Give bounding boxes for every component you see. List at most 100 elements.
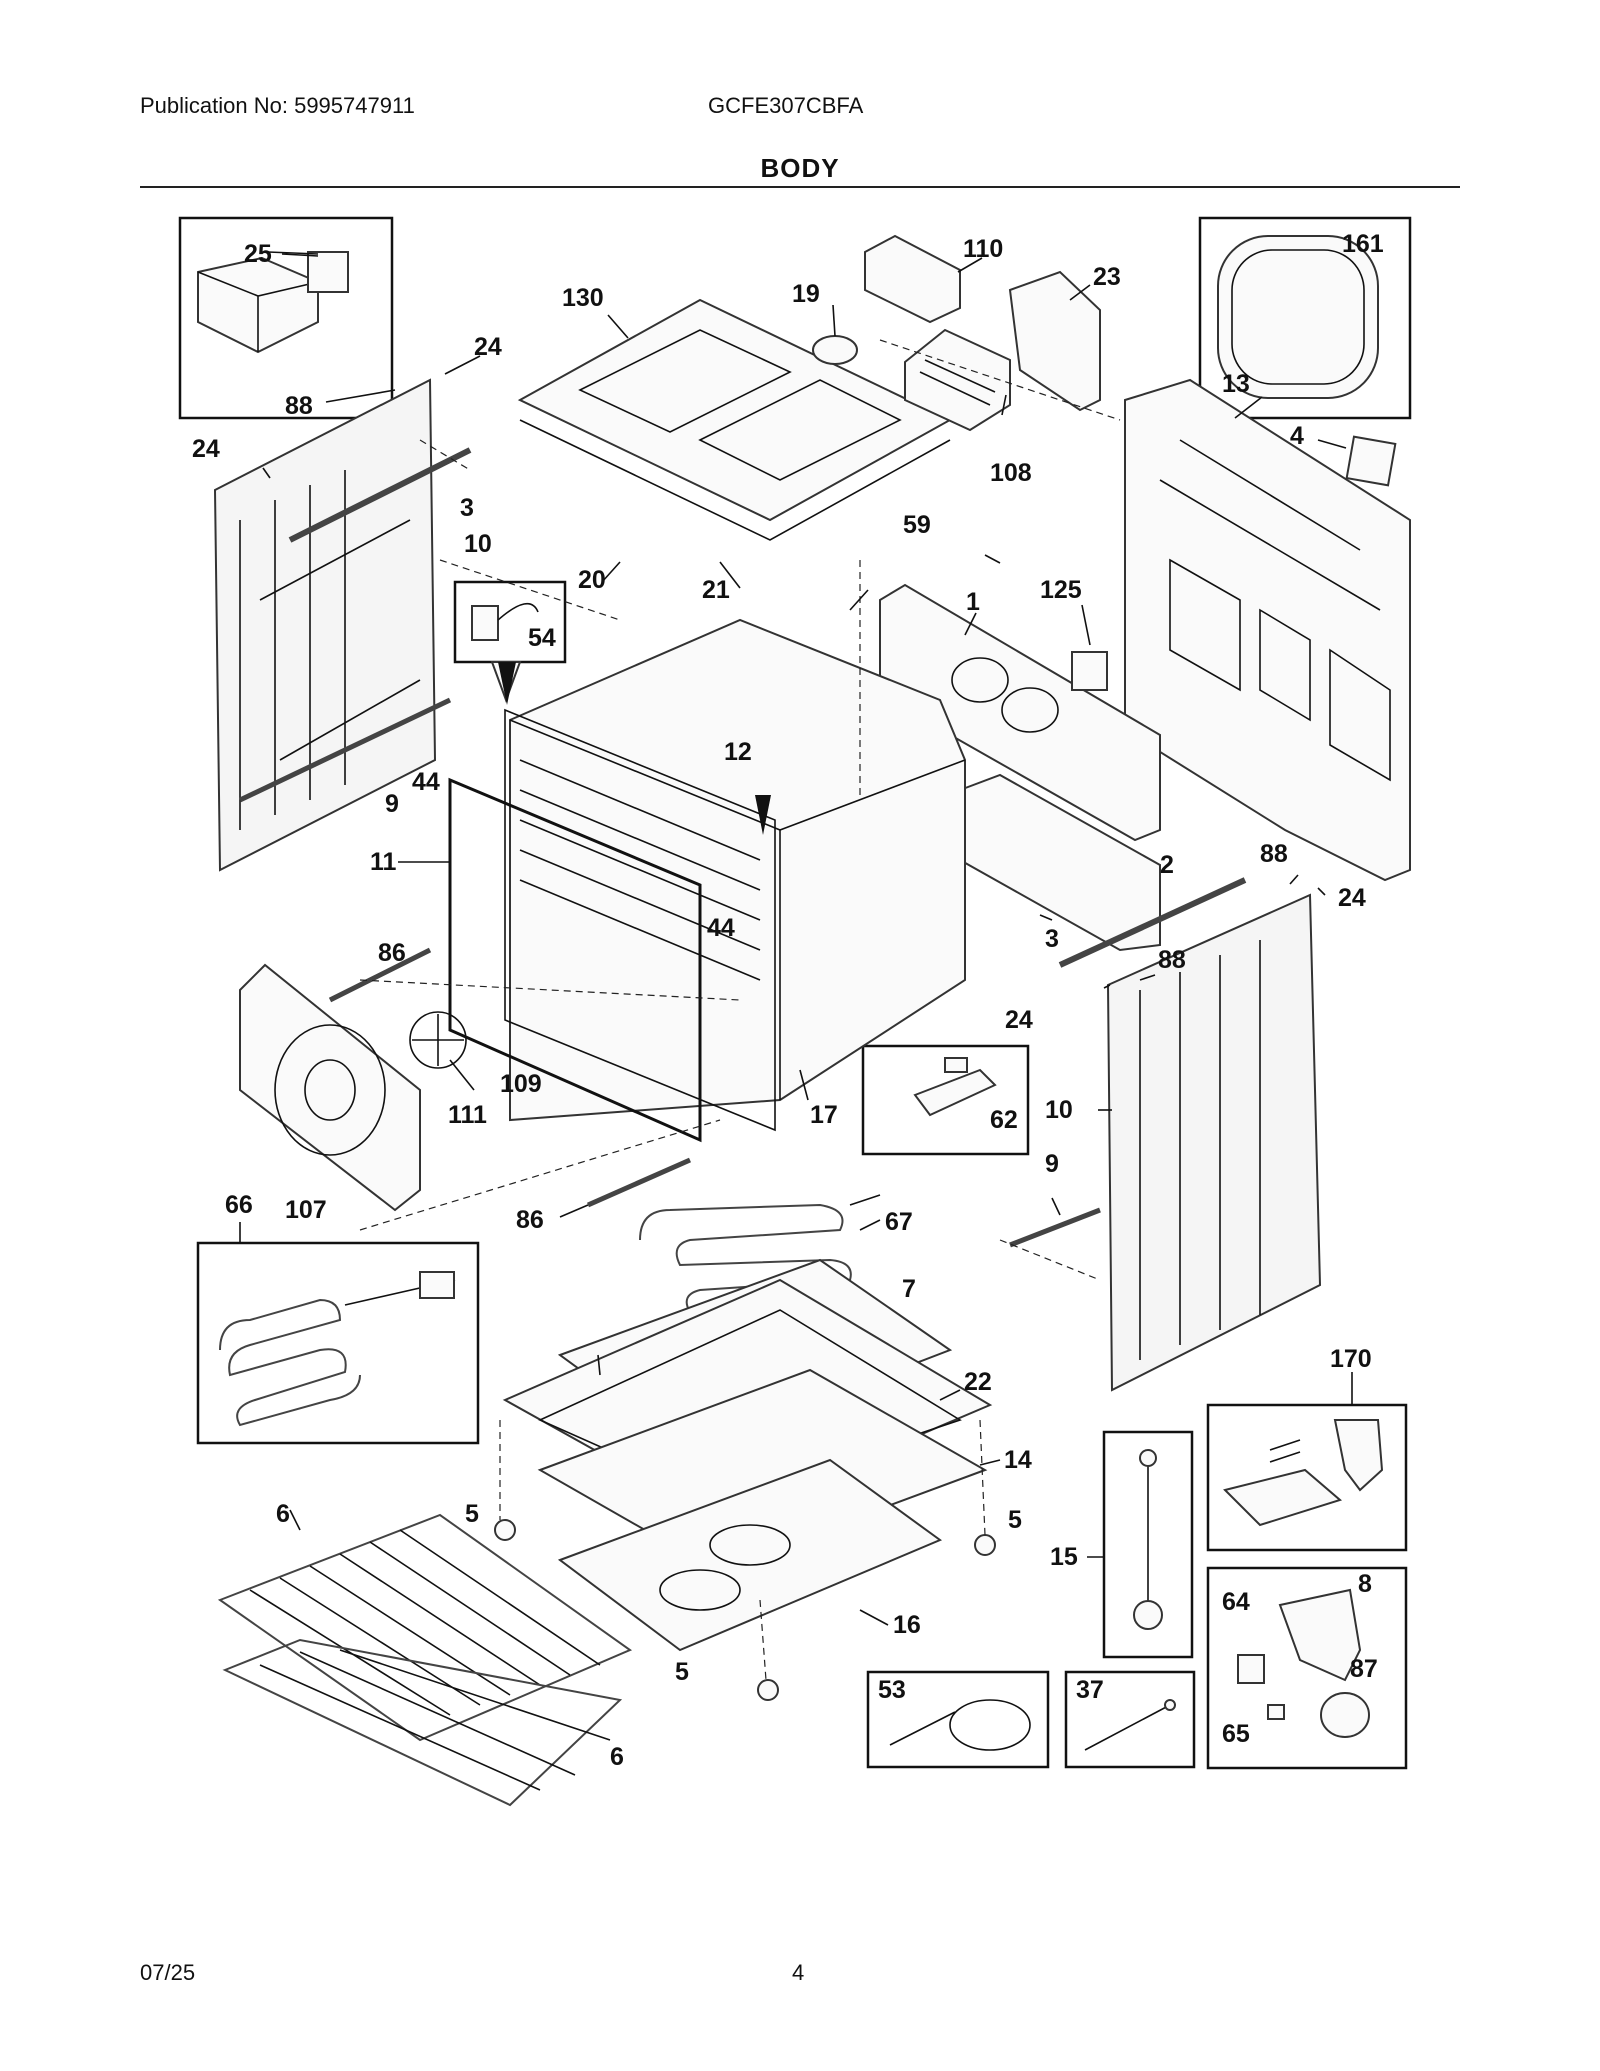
footer-page-number: 4 — [792, 1960, 805, 1985]
callout-86-lower: 86 — [516, 1206, 544, 1234]
callout-111: 111 — [448, 1101, 487, 1129]
callout-64: 64 — [1222, 1588, 1250, 1616]
convection-cover-107 — [239, 963, 421, 1212]
callout-130: 130 — [562, 284, 604, 312]
callout-labels: 25 130 19 110 23 161 24 88 24 3 10 108 1… — [192, 230, 1384, 1771]
callout-107: 107 — [285, 1196, 327, 1224]
sidewall-left-10 — [213, 378, 437, 872]
callout-54: 54 — [528, 624, 556, 652]
inset-box-161 — [1198, 216, 1412, 420]
callout-59: 59 — [903, 511, 931, 539]
door-gasket-11 — [448, 777, 702, 1143]
inset-box-25 — [178, 216, 394, 420]
callout-5-right: 5 — [1008, 1506, 1022, 1534]
callout-88-right: 88 — [1158, 946, 1186, 974]
callout-20: 20 — [578, 566, 606, 594]
slides-9-left — [238, 697, 452, 803]
callout-13: 13 — [1222, 370, 1250, 398]
callout-24-right: 24 — [1005, 1006, 1033, 1034]
callout-3-right: 3 — [1045, 925, 1059, 953]
component-125 — [1071, 651, 1108, 691]
publication-number: Publication No: 5995747911 — [140, 93, 415, 118]
callout-15: 15 — [1050, 1543, 1078, 1571]
callout-67: 67 — [885, 1208, 913, 1236]
inset-box-15 — [1102, 1430, 1194, 1659]
callout-12: 12 — [724, 738, 752, 766]
callout-22: 22 — [964, 1368, 992, 1396]
rail-3-right — [1058, 877, 1247, 968]
duct-23 — [1008, 270, 1101, 412]
callout-110: 110 — [963, 235, 1003, 263]
callout-1: 1 — [966, 588, 980, 616]
callout-6-upper: 6 — [276, 1500, 290, 1528]
callout-24-top-left: 24 — [474, 333, 502, 361]
callout-25: 25 — [244, 240, 272, 268]
inset-box-53 — [866, 1670, 1050, 1769]
callout-6-lower: 6 — [610, 1743, 624, 1771]
pointer-arrows — [498, 662, 771, 835]
callout-10-right: 10 — [1045, 1096, 1073, 1124]
callout-44-left: 44 — [412, 768, 440, 796]
convection-element-86-lower — [586, 1157, 692, 1208]
callout-5-left: 5 — [465, 1500, 479, 1528]
callout-10-left: 10 — [464, 530, 492, 558]
leveling-legs-5 — [494, 1519, 996, 1701]
page-title: BODY — [760, 153, 840, 183]
callout-86-upper: 86 — [378, 939, 406, 967]
callout-87: 87 — [1350, 1655, 1378, 1683]
callout-109: 109 — [500, 1070, 542, 1098]
callout-5-bottom: 5 — [675, 1658, 689, 1686]
callout-65: 65 — [1222, 1720, 1250, 1748]
model-number: GCFE307CBFA — [708, 93, 864, 118]
callout-24-right-top: 24 — [1338, 884, 1366, 912]
callout-62: 62 — [990, 1106, 1018, 1134]
oven-rack-6-upper — [217, 1513, 633, 1742]
callout-9-right: 9 — [1045, 1150, 1059, 1178]
callout-66: 66 — [225, 1191, 253, 1219]
callout-16: 16 — [893, 1611, 921, 1639]
header-divider — [140, 186, 1460, 188]
callout-14: 14 — [1004, 1446, 1032, 1474]
sidewall-right-10 — [1106, 893, 1322, 1392]
bake-element-67 — [639, 1194, 881, 1314]
callout-17: 17 — [810, 1101, 838, 1129]
callout-37: 37 — [1076, 1676, 1104, 1704]
convection-fan-109 — [409, 1011, 467, 1069]
oven-rack-6-lower — [222, 1638, 623, 1807]
callout-7: 7 — [902, 1275, 916, 1303]
inset-box-54 — [453, 580, 567, 703]
fan-motor-108 — [904, 328, 1011, 432]
callout-8: 8 — [1358, 1570, 1372, 1598]
inset-box-62 — [861, 1044, 1030, 1156]
slides-9-right — [1009, 1207, 1101, 1248]
footer-date: 07/25 — [140, 1960, 196, 1985]
inset-box-37 — [1064, 1670, 1196, 1769]
callout-24-left: 24 — [192, 435, 220, 463]
callout-9-left: 9 — [385, 790, 399, 818]
callout-53: 53 — [878, 1676, 906, 1704]
callout-125: 125 — [1040, 576, 1082, 604]
callout-2: 2 — [1160, 851, 1174, 879]
callout-4: 4 — [1290, 422, 1304, 450]
leader-lines — [239, 253, 1353, 1626]
rail-3-left — [288, 447, 472, 543]
callout-3-left: 3 — [460, 494, 474, 522]
convection-element-86-upper — [328, 947, 432, 1003]
callout-44-center: 44 — [707, 914, 735, 942]
callout-23: 23 — [1093, 263, 1121, 291]
callout-108: 108 — [990, 459, 1032, 487]
cover-4 — [1345, 435, 1397, 487]
inset-box-66 — [196, 1241, 480, 1445]
thermostat-19 — [812, 335, 858, 365]
callout-88-top-left: 88 — [285, 392, 313, 420]
inset-box-170 — [1206, 1403, 1408, 1552]
bottom-cover-16 — [557, 1458, 943, 1652]
callout-161: 161 — [1342, 230, 1384, 258]
bracket-110 — [864, 234, 961, 324]
top-panel-130 — [517, 298, 953, 541]
back-panel-13 — [1124, 378, 1411, 882]
inset-box-8-64-87-65 — [1206, 1566, 1408, 1770]
callout-21: 21 — [702, 576, 730, 604]
callout-11: 11 — [370, 848, 397, 876]
